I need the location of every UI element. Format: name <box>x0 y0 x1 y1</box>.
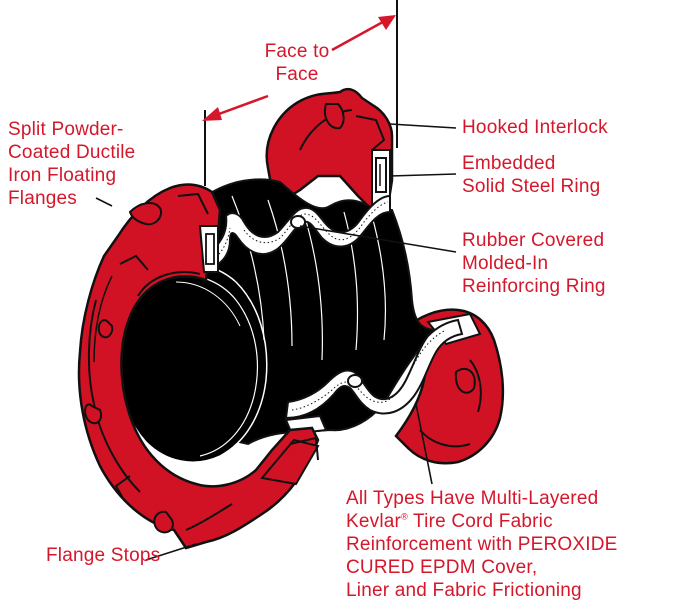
hooked-interlock-line-1: Hooked Interlock <box>462 116 608 139</box>
rubber-ring-line-3: Reinforcing Ring <box>462 275 606 298</box>
all-types-line-3: Reinforcement with PEROXIDE <box>346 533 618 556</box>
flange-stops-label: Flange Stops <box>46 544 160 567</box>
embedded-ring-label: Embedded Solid Steel Ring <box>462 152 600 198</box>
split-flanges-line-2: Coated Ductile <box>8 141 135 164</box>
all-types-line-1: All Types Have Multi-Layered <box>346 487 618 510</box>
split-flanges-line-4: Flanges <box>8 187 135 210</box>
rubber-ring-line-1: Rubber Covered <box>462 229 606 252</box>
split-flanges-label: Split Powder- Coated Ductile Iron Floati… <box>8 118 135 210</box>
embedded-ring-line-2: Solid Steel Ring <box>462 175 600 198</box>
all-types-line-2: Kevlar® Tire Cord Fabric <box>346 510 618 533</box>
kevlar-text: Kevlar <box>346 511 401 532</box>
tire-cord-text: Tire Cord Fabric <box>408 511 553 532</box>
leader-embedded-ring <box>390 174 456 176</box>
rubber-ring-line-2: Molded-In <box>462 252 606 275</box>
registered-mark: ® <box>401 512 408 522</box>
rubber-ring-label: Rubber Covered Molded-In Reinforcing Rin… <box>462 229 606 298</box>
all-types-label: All Types Have Multi-Layered Kevlar® Tir… <box>346 487 618 602</box>
embedded-ring-line-1: Embedded <box>462 152 600 175</box>
face-to-face-label: Face to Face <box>248 40 346 86</box>
flange-stops-line-1: Flange Stops <box>46 544 160 567</box>
split-flanges-line-3: Iron Floating <box>8 164 135 187</box>
face-to-face-line-1: Face to <box>248 40 346 63</box>
face-to-face-line-2: Face <box>248 63 346 86</box>
all-types-line-5: Liner and Fabric Frictioning <box>346 579 618 602</box>
hooked-interlock-label: Hooked Interlock <box>462 116 608 139</box>
all-types-line-4: CURED EPDM Cover, <box>346 556 618 579</box>
split-flanges-line-1: Split Powder- <box>8 118 135 141</box>
leader-hooked-interlock <box>390 124 456 128</box>
